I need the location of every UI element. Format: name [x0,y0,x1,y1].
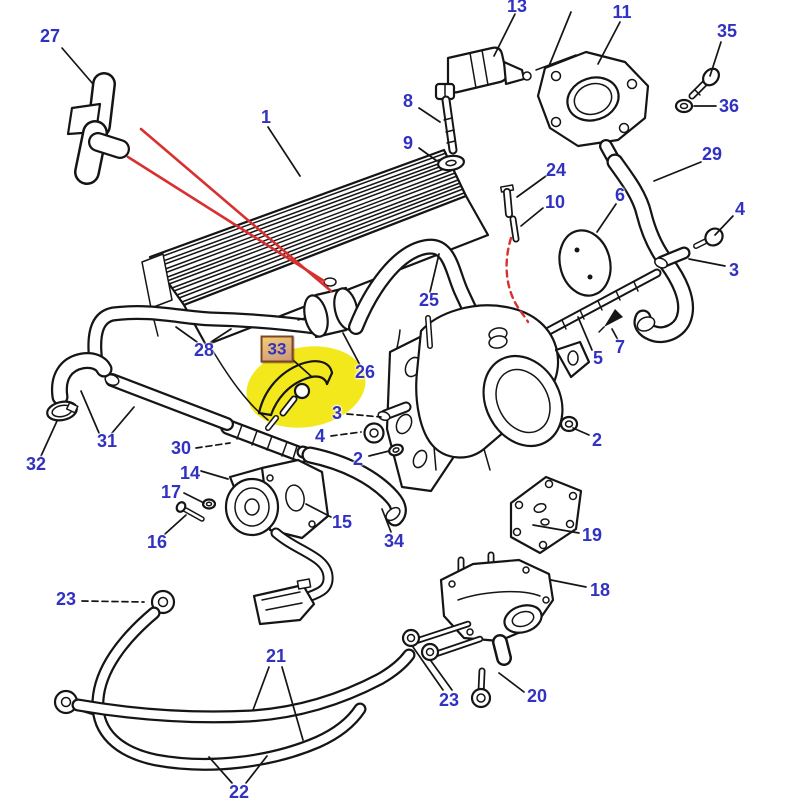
part-label-3r[interactable]: 3 [728,260,740,280]
part-label-29[interactable]: 29 [701,144,723,164]
part-19-gasket [509,475,583,555]
red-pointer-lines [126,127,530,324]
sensor-body [224,477,280,537]
part-label-36[interactable]: 36 [718,96,740,116]
part-label-34[interactable]: 34 [383,531,405,551]
part-label-4r[interactable]: 4 [734,199,746,219]
part-10-pin [513,219,516,239]
part-3-nipple-center [377,407,406,422]
part-label-27[interactable]: 27 [39,26,61,46]
part-label-5[interactable]: 5 [592,348,604,368]
part-6-diaphragm [558,229,612,297]
part-label-24[interactable]: 24 [545,160,567,180]
part-17-washer [201,498,217,510]
part-label-9[interactable]: 9 [402,133,414,153]
part-label-14[interactable]: 14 [179,463,201,483]
part-11-flange [535,50,650,164]
part-label-18[interactable]: 18 [589,580,611,600]
part-label-17[interactable]: 17 [160,482,182,502]
part-5-rod [545,273,657,333]
part-label-26[interactable]: 26 [354,362,376,382]
part-4-bolt-right [696,227,724,249]
part-label-25[interactable]: 25 [418,290,440,310]
part-label-32[interactable]: 32 [25,454,47,474]
part-9-washer [436,154,466,172]
part-27-hose [66,84,120,172]
part-label-7[interactable]: 7 [614,337,626,357]
part-label-31[interactable]: 31 [96,431,118,451]
part-label-2c[interactable]: 2 [352,449,364,469]
part-label-16[interactable]: 16 [146,532,168,552]
part-label-1[interactable]: 1 [260,107,272,127]
part-2-oval-center [388,443,404,457]
part-label-8[interactable]: 8 [402,91,414,111]
plenum-ribs [151,152,465,303]
part-24-pin [499,184,515,214]
part-21-22-hoses [78,613,409,764]
part-16-screw [175,501,202,519]
part-label-23b[interactable]: 23 [438,690,460,710]
part-7-screw [598,309,623,333]
part-4-fitting-center [363,422,385,444]
part-label-30[interactable]: 30 [170,438,192,458]
part-label-22[interactable]: 22 [228,782,250,800]
part-label-20[interactable]: 20 [526,686,548,706]
hose-top-fitting [150,589,176,615]
part-label-33-selected[interactable]: 33 [260,335,294,363]
part-label-23l[interactable]: 23 [55,589,77,609]
part-36-nut [674,98,694,114]
part-label-15[interactable]: 15 [331,512,353,532]
part-33-hose-selected [257,360,334,428]
part-label-2r[interactable]: 2 [591,430,603,450]
part-label-10[interactable]: 10 [544,192,566,212]
part-label-28[interactable]: 28 [193,340,215,360]
part-label-11[interactable]: 11 [612,2,632,22]
part-31-tube [104,373,227,424]
part-13-sensor [446,46,532,94]
part-label-13[interactable]: 13 [506,0,528,16]
part-1-plenum-cover [141,148,490,421]
leader-lines [40,11,734,784]
part-35-bolt [692,67,720,96]
part-8-bolt [434,82,455,150]
part-20-bolt [470,671,492,709]
part-18-fuel-pump [416,555,555,658]
part-label-4c[interactable]: 4 [314,426,326,446]
part-23-nuts-bottom [401,628,440,662]
throttle-body-assembly [385,304,591,493]
part-32-clamp [46,400,79,422]
part-label-6[interactable]: 6 [614,185,626,205]
part-label-21[interactable]: 21 [265,646,287,666]
part-label-35[interactable]: 35 [716,21,738,41]
part-29-hose [615,162,686,335]
part-3-nipple-right [654,253,684,269]
wiring-harness [252,533,328,626]
part-label-3c[interactable]: 3 [331,403,343,423]
part-30-couplings [228,425,302,459]
part-label-19[interactable]: 19 [581,525,603,545]
